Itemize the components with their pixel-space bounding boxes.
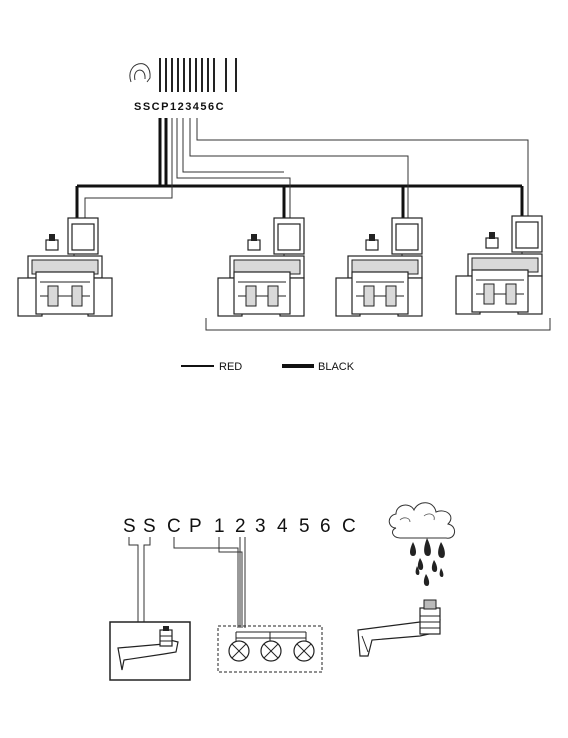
legend-red-label: RED: [219, 361, 242, 373]
valve-4: [456, 216, 542, 314]
terminal-label: C: [167, 516, 181, 537]
valve-2: [218, 218, 304, 316]
terminal-label: 5: [299, 516, 310, 537]
terminal-label: 3: [255, 516, 266, 537]
terminal-labels-bottom: S S C P 1 2 3 4 5 6 C: [123, 516, 356, 537]
terminal-label: P: [189, 516, 202, 537]
wire-legend: RED BLACK: [181, 361, 355, 373]
bottom-wiring-diagram: S S C P 1 2 3 4 5 6 C: [110, 503, 455, 680]
lamp-icon: [229, 641, 249, 661]
legend-black-label: BLACK: [318, 361, 355, 373]
valve-1: [18, 218, 112, 316]
terminal-label: 6: [320, 516, 331, 537]
terminal-label: 1: [214, 516, 225, 537]
terminal-label: S: [143, 516, 156, 537]
zone-lamps-box: [218, 626, 322, 672]
rain-drop-icon: [410, 538, 445, 586]
lamp-icon: [261, 641, 281, 661]
top-wiring-diagram: SSCP123456C: [18, 58, 550, 330]
valve-3: [336, 218, 422, 316]
rain-sensor-box: [110, 622, 190, 680]
terminal-label: S: [123, 516, 136, 537]
rain-sensor-icon: [358, 600, 440, 656]
terminal-pins: [160, 58, 236, 92]
terminal-connector: SSCP123456C: [130, 58, 236, 113]
zone-wires: [174, 537, 245, 628]
rain-cloud-icon: [389, 503, 454, 586]
red-wires: [85, 118, 528, 218]
terminal-labels-top: SSCP123456C: [134, 101, 225, 113]
zone-bracket: [206, 318, 550, 330]
terminal-label: C: [342, 516, 356, 537]
sensor-wires: [129, 537, 150, 622]
black-wires: [77, 118, 522, 218]
terminal-label: 2: [235, 516, 246, 537]
terminal-label: 4: [277, 516, 288, 537]
lamp-icon: [294, 641, 314, 661]
